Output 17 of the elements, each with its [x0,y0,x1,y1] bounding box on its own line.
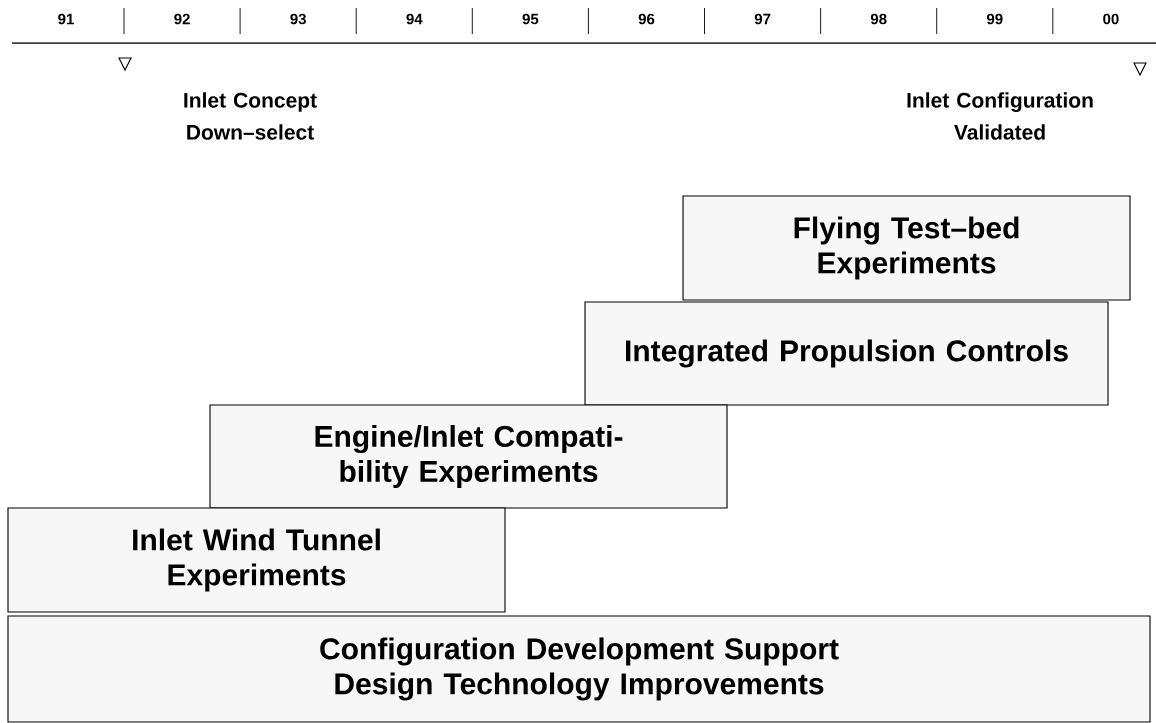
year-label: 91 [58,13,74,25]
milestone-label: Inlet Concept Down–select [184,92,317,140]
year-label: 96 [638,13,655,25]
year-label: 93 [290,13,306,25]
activity-bar: Integrated Propulsion Controls [584,301,1109,406]
year-label: 99 [987,13,1003,25]
year-label: 00 [1103,13,1119,25]
activity-bar: Configuration Development Support Design Technology Improvements [7,615,1151,723]
activity-bar: Engine/Inlet Compati- bility Experiments [209,404,728,509]
milestone-label: Inlet Configuration Validated [907,92,1093,140]
activity-bar: Flying Test–bed Experiments [682,195,1131,301]
year-label: 97 [754,13,771,25]
year-label: 98 [870,13,887,25]
year-label: 94 [406,13,423,25]
activity-bar: Inlet Wind Tunnel Experiments [7,507,506,613]
year-label: 95 [522,13,539,25]
year-label: 92 [174,13,190,25]
